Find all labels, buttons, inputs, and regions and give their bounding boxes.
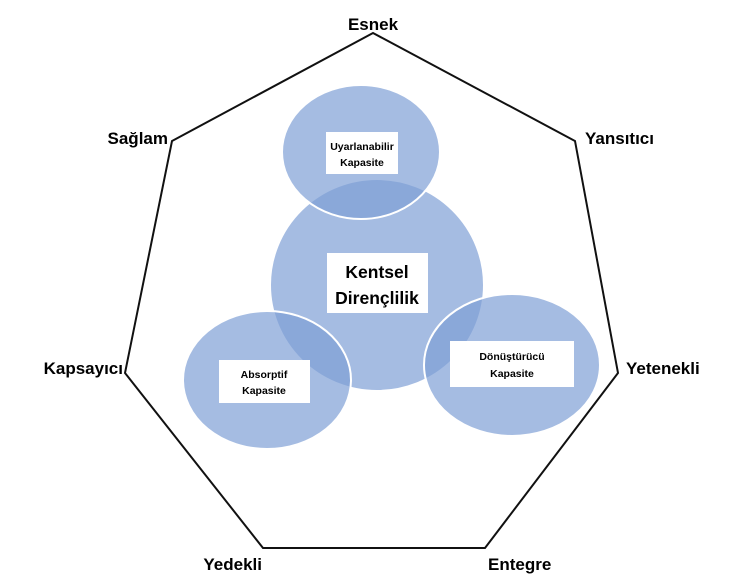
left-label-line1: Absorptif [241, 369, 288, 381]
top-label-line2: Kapasite [340, 157, 384, 169]
right-label-box [450, 341, 574, 387]
center-label-line2: Dirençlilik [335, 288, 419, 308]
heptagon-outline [123, 31, 620, 549]
top-label-box [326, 132, 398, 174]
vertex-label-yansitici: Yansıtıcı [585, 129, 654, 148]
center-label-line1: Kentsel [345, 262, 408, 282]
vertex-label-kapsayici: Kapsayıcı [44, 359, 123, 378]
vertex-label-yetenekli: Yetenekli [626, 359, 700, 378]
vertex-label-esnek: Esnek [348, 15, 399, 34]
top-label-line1: Uyarlanabilir [330, 141, 394, 153]
right-label-line2: Kapasite [490, 368, 534, 380]
left-label-box [219, 360, 310, 403]
vertex-label-entegre: Entegre [488, 555, 551, 574]
vertex-label-yedekli: Yedekli [203, 555, 262, 574]
left-label-line2: Kapasite [242, 385, 286, 397]
right-label-line1: Dönüştürücü [479, 351, 544, 363]
vertex-label-saglam: Sağlam [108, 129, 168, 148]
center-label-box [327, 253, 428, 313]
